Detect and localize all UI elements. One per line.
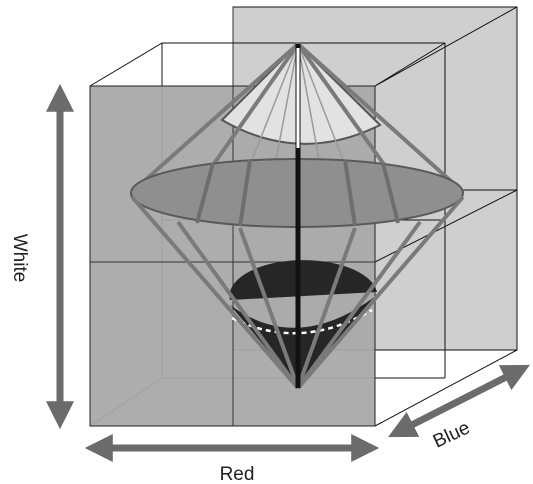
disc-spokes: [195, 159, 400, 227]
blue-label: Blue: [430, 417, 473, 452]
red-label: Red: [220, 464, 255, 484]
bottom-cone: [230, 295, 377, 386]
lower-cone-edges: [130, 195, 465, 390]
white-label: White: [9, 234, 30, 283]
blue-arrow: [388, 364, 530, 438]
